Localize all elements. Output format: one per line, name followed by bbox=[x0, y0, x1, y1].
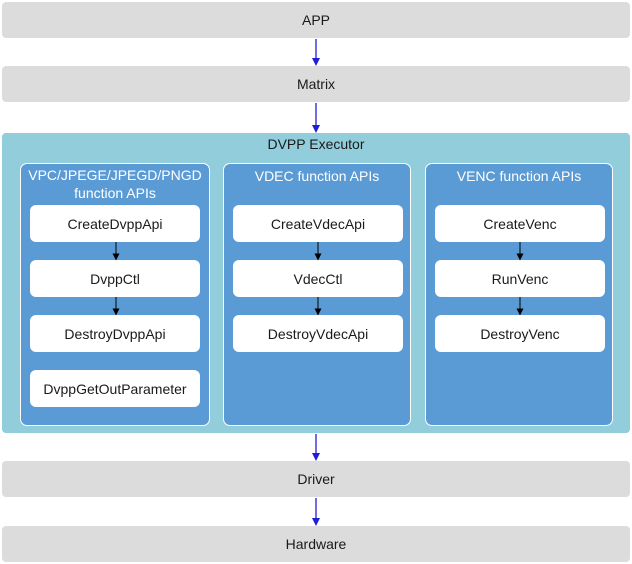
vdec-ctl-label: VdecCtl bbox=[293, 270, 343, 287]
create-dvpp-api-label: CreateDvppApi bbox=[67, 215, 163, 232]
vpc-function-group: VPC/JPEGE/JPEGD/PNGD function APIs Creat… bbox=[20, 163, 210, 426]
venc-group-title: VENC function APIs bbox=[456, 168, 582, 184]
dvpp-get-out-parameter-box: DvppGetOutParameter bbox=[30, 370, 200, 407]
dvpp-get-out-parameter-label: DvppGetOutParameter bbox=[43, 380, 187, 397]
vpc-group-title-line2: function APIs bbox=[74, 185, 156, 201]
dvpp-ctl-label: DvppCtl bbox=[90, 270, 140, 287]
vdec-function-group: VDEC function APIs CreateVdecApi VdecCtl… bbox=[223, 163, 411, 426]
dvpp-executor: DVPP Executor VPC/JPEGE/JPEGD/PNGD funct… bbox=[2, 133, 630, 433]
vpc-group-title-line1: VPC/JPEGE/JPEGD/PNGD bbox=[28, 167, 202, 183]
matrix-layer: Matrix bbox=[2, 66, 630, 102]
create-vdec-api-label: CreateVdecApi bbox=[270, 215, 366, 232]
hardware-layer-label: Hardware bbox=[285, 536, 347, 552]
vdec-ctl-box: VdecCtl bbox=[233, 260, 403, 297]
destroy-venc-label: DestroyVenc bbox=[480, 325, 560, 342]
run-venc-box: RunVenc bbox=[435, 260, 605, 297]
run-venc-label: RunVenc bbox=[491, 270, 549, 287]
vpc-group-title: VPC/JPEGE/JPEGD/PNGD function APIs bbox=[21, 166, 209, 202]
create-dvpp-api-box: CreateDvppApi bbox=[30, 205, 200, 242]
create-vdec-api-box: CreateVdecApi bbox=[233, 205, 403, 242]
driver-layer: Driver bbox=[2, 461, 630, 497]
destroy-vdec-api-box: DestroyVdecApi bbox=[233, 315, 403, 352]
hardware-layer: Hardware bbox=[2, 526, 630, 562]
app-layer-label: APP bbox=[301, 12, 330, 28]
venc-function-group: VENC function APIs CreateVenc RunVenc De… bbox=[425, 163, 613, 426]
app-layer: APP bbox=[2, 2, 630, 38]
dvpp-executor-title: DVPP Executor bbox=[267, 136, 365, 152]
matrix-layer-label: Matrix bbox=[296, 76, 336, 92]
destroy-dvpp-api-box: DestroyDvppApi bbox=[30, 315, 200, 352]
vdec-group-title: VDEC function APIs bbox=[254, 168, 380, 184]
driver-layer-label: Driver bbox=[297, 471, 335, 487]
create-venc-box: CreateVenc bbox=[435, 205, 605, 242]
destroy-vdec-api-label: DestroyVdecApi bbox=[267, 325, 369, 342]
destroy-venc-box: DestroyVenc bbox=[435, 315, 605, 352]
destroy-dvpp-api-label: DestroyDvppApi bbox=[64, 325, 166, 342]
create-venc-label: CreateVenc bbox=[483, 215, 557, 232]
dvpp-ctl-box: DvppCtl bbox=[30, 260, 200, 297]
